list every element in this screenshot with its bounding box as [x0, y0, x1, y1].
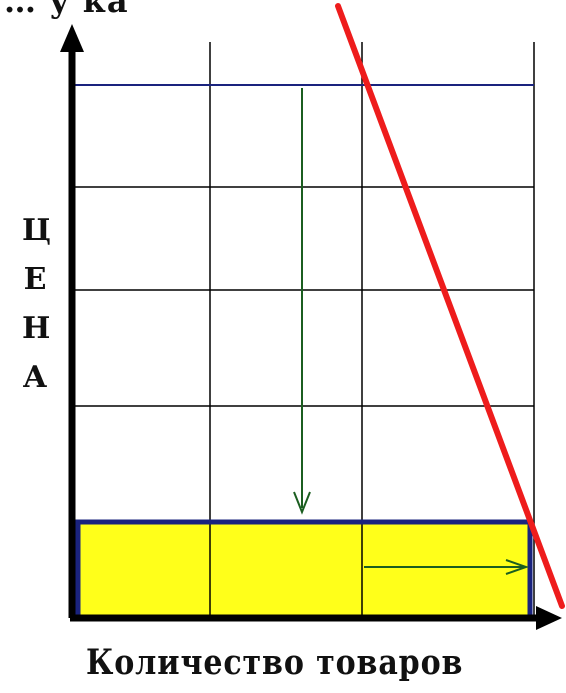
x-axis-arrowhead	[536, 606, 562, 630]
y-axis-label-letter: Ц	[22, 213, 51, 248]
quantity-increase-arrowhead	[505, 559, 530, 575]
axes	[60, 24, 562, 630]
price-decrease-arrow	[293, 88, 311, 515]
y-axis-arrowhead	[60, 24, 84, 52]
x-axis-label: Количество товаров	[86, 642, 464, 683]
quantity-increase-arrow	[364, 559, 530, 575]
price-decrease-arrowhead	[293, 491, 311, 515]
revenue-area	[78, 522, 530, 618]
y-axis-label-letter: Е	[23, 262, 47, 297]
top-label-fragment: … у ка	[4, 0, 129, 20]
y-axis-label-letter: Н	[22, 311, 51, 346]
y-axis-label-letter: А	[22, 360, 48, 395]
demand-curve	[335, 3, 565, 609]
